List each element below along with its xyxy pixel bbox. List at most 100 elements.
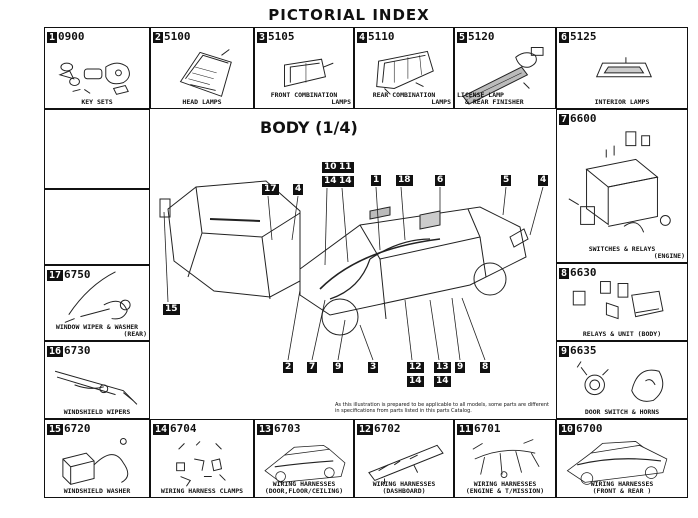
caption: WIRING HARNESSES(DOOR,FLOOR/CEILING) [264, 480, 344, 495]
part-code: 5100 [164, 30, 191, 43]
part-code: 6703 [274, 422, 301, 435]
caption: WIRING HARNESSES(ENGINE & T/MISSION) [465, 480, 545, 495]
part-code: 5120 [468, 30, 495, 43]
index-number: 11 [457, 424, 474, 435]
index-number: 8 [559, 268, 570, 279]
license-lamp-illustration [462, 47, 544, 105]
switches-relays-illustration [568, 131, 671, 233]
index-number: 9 [559, 346, 570, 357]
part-code: 5105 [268, 30, 295, 43]
callout-9[interactable]: 9 [455, 362, 466, 373]
car-body-illustration [159, 180, 529, 336]
callout-14[interactable]: 14 [434, 376, 451, 387]
part-code: 5110 [368, 30, 395, 43]
part-code: 6635 [570, 344, 597, 357]
callout-11[interactable]: 11 [337, 162, 354, 173]
callout-2[interactable]: 2 [283, 362, 294, 373]
door-switch-horns-illustration [576, 361, 664, 402]
index-number: 17 [47, 270, 64, 281]
part-code: 6600 [570, 112, 597, 125]
callout-5[interactable]: 5 [501, 175, 512, 186]
index-cell-empty [44, 189, 150, 265]
callout-4[interactable]: 4 [293, 184, 304, 195]
callout-18[interactable]: 18 [396, 175, 413, 186]
caption: LICENSE LAMP& REAR FINISHER [457, 91, 524, 106]
caption: WIRING HARNESS CLAMPS [160, 487, 244, 495]
callout-14[interactable]: 14 [407, 376, 424, 387]
callout-8[interactable]: 8 [480, 362, 491, 373]
harness-clamps-illustration [176, 441, 226, 487]
caption: WINDSHIELD WASHER [63, 487, 131, 495]
applicability-note: As this illustration is prepared to be a… [335, 402, 549, 414]
index-number: 3 [257, 32, 268, 43]
part-code: 0900 [58, 30, 85, 43]
caption: WINDSHIELD WIPERS [63, 408, 131, 416]
part-code: 6701 [474, 422, 501, 435]
index-number: 1 [47, 32, 58, 43]
caption: SWITCHES & RELAYS(ENGINE) [588, 245, 685, 260]
relays-unit-illustration [572, 281, 664, 320]
caption: RELAYS & UNIT (BODY) [582, 330, 662, 338]
callout-12[interactable]: 12 [407, 362, 424, 373]
callout-13[interactable]: 13 [434, 362, 451, 373]
callout-14[interactable]: 14 [337, 176, 354, 187]
caption: HEAD LAMPS [182, 98, 222, 106]
key-sets-illustration [58, 62, 130, 95]
part-code: 6700 [576, 422, 603, 435]
windshield-wiper-illustration [54, 370, 138, 405]
index-cell-empty [44, 109, 150, 189]
callout-6[interactable]: 6 [435, 175, 446, 186]
index-number: 15 [47, 424, 64, 435]
index-number: 13 [257, 424, 274, 435]
callout-14[interactable]: 14 [322, 176, 339, 187]
head-lamp-illustration [179, 49, 232, 97]
part-code: 6630 [570, 266, 597, 279]
interior-lamp-illustration [595, 57, 653, 78]
callout-15[interactable]: 15 [163, 304, 180, 315]
caption: KEY SETS [81, 98, 113, 106]
caption: WIRING HARNESSES(FRONT & REAR ) [590, 480, 654, 495]
diagram-title: BODY (1/4) [260, 118, 358, 137]
index-number: 16 [47, 346, 64, 357]
index-number: 14 [153, 424, 170, 435]
caption: WINDOW WIPER & WASHER(REAR) [55, 323, 147, 338]
caption: DOOR SWITCH & HORNS [584, 408, 660, 416]
part-code: 6704 [170, 422, 197, 435]
callout-3[interactable]: 3 [368, 362, 379, 373]
rear-combination-lamp-illustration [376, 50, 434, 95]
dashboard-harness-illustration [368, 444, 444, 485]
index-number: 7 [559, 114, 570, 125]
rear-wiper-illustration [64, 271, 131, 323]
part-code: 6702 [374, 422, 401, 435]
callout-4[interactable]: 4 [538, 175, 549, 186]
callout-17[interactable]: 17 [262, 184, 279, 195]
caption: WIRING HARNESSES(DASHBOARD) [372, 480, 436, 495]
index-number: 2 [153, 32, 164, 43]
washer-tank-illustration [62, 438, 129, 485]
callout-7[interactable]: 7 [307, 362, 318, 373]
door-floor-harness-illustration [264, 444, 346, 483]
callout-1[interactable]: 1 [371, 175, 382, 186]
part-code: 6730 [64, 344, 91, 357]
callout-10[interactable]: 10 [322, 162, 339, 173]
callout-9[interactable]: 9 [333, 362, 344, 373]
